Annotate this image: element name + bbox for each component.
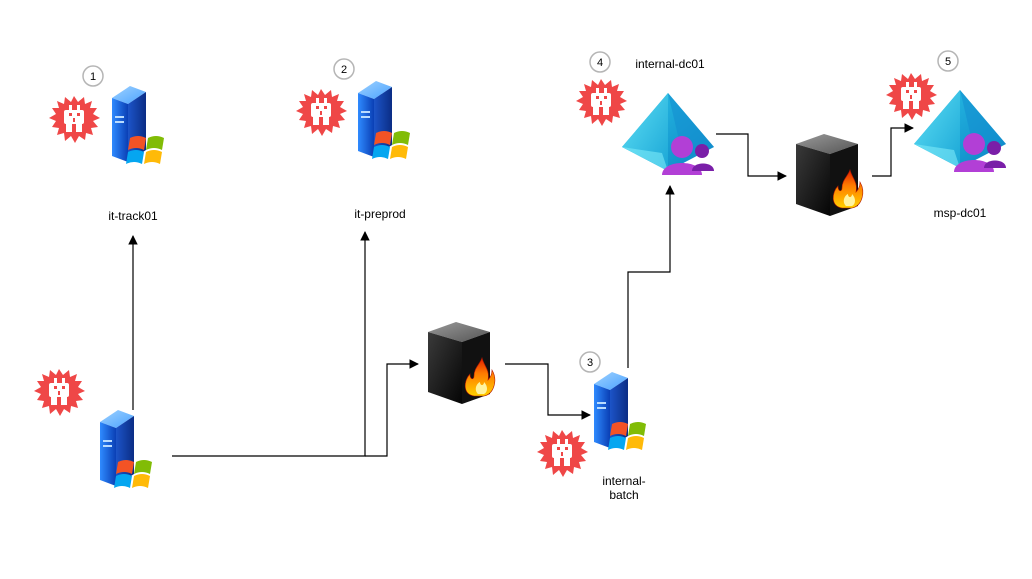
label-internal-batch: internal- batch <box>584 474 664 502</box>
windows-server-icon <box>358 81 410 159</box>
edge-internal-dc01-to-firewall2 <box>716 133 787 181</box>
label-msp-dc01: msp-dc01 <box>933 206 987 220</box>
node-start-host[interactable] <box>34 369 152 488</box>
label-it-preprod: it-preprod <box>354 207 406 221</box>
step-number: 5 <box>945 56 951 68</box>
node-msp-dc01[interactable]: 5 <box>886 50 1006 172</box>
compromise-badge-icon <box>34 369 85 416</box>
label-it-track01: it-track01 <box>108 209 158 223</box>
node-it-track01[interactable]: 1 <box>49 65 164 164</box>
edge-internal-batch-to-internal-dc01 <box>627 185 675 368</box>
azure-ad-domain-icon <box>622 93 714 175</box>
step-marker: 3 <box>579 351 601 373</box>
windows-server-icon <box>100 410 152 488</box>
label-internal-batch-line2: batch <box>609 488 639 502</box>
node-internal-dc01[interactable]: 4 <box>576 51 714 175</box>
firewall-icon <box>427 321 496 405</box>
edge-start-to-it-preprod <box>172 231 370 457</box>
label-internal-batch-line1: internal- <box>602 474 646 488</box>
node-firewall-1[interactable] <box>427 321 496 405</box>
step-number: 2 <box>341 64 347 76</box>
firewall-icon <box>795 133 864 217</box>
edges <box>128 123 914 457</box>
step-marker: 5 <box>937 50 959 72</box>
label-internal-dc01: internal-dc01 <box>635 57 705 71</box>
node-internal-batch[interactable]: 3 <box>537 351 646 477</box>
compromise-badge-icon <box>576 79 627 126</box>
compromise-badge-icon <box>537 430 588 477</box>
step-marker: 1 <box>82 65 104 87</box>
edge-start-to-firewall1 <box>365 359 419 457</box>
node-firewall-2[interactable] <box>795 133 864 217</box>
windows-server-icon <box>112 86 164 164</box>
compromise-badge-icon <box>49 96 100 143</box>
compromise-badge-icon <box>886 73 937 120</box>
step-number: 4 <box>597 57 603 69</box>
edge-firewall1-to-internal-batch <box>505 363 591 420</box>
edge-firewall2-to-msp-dc01 <box>872 123 914 177</box>
step-number: 1 <box>90 71 96 83</box>
compromise-badge-icon <box>296 89 347 136</box>
node-it-preprod[interactable]: 2 <box>296 58 410 159</box>
step-marker: 2 <box>333 58 355 80</box>
step-marker: 4 <box>589 51 611 73</box>
step-number: 3 <box>587 357 593 369</box>
windows-server-icon <box>594 372 646 450</box>
